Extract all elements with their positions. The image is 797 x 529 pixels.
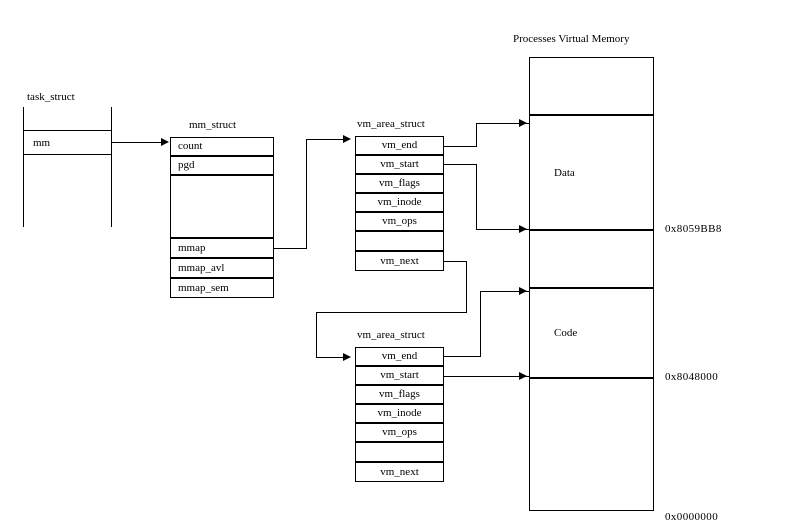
vma1-field-vm-end: vm_end — [355, 136, 444, 155]
task-struct-right-rail — [111, 107, 112, 227]
connector-vma1-end-h1 — [444, 146, 476, 147]
connector-mmap-seg-h2 — [306, 139, 344, 140]
arrowhead-mm-to-mmstruct — [161, 138, 169, 146]
memory-segment-data: Data — [529, 115, 654, 230]
vma2-field-vm-ops-label: vm_ops — [382, 426, 417, 438]
connector-vma1-end-v — [476, 123, 477, 147]
mm-struct-title: mm_struct — [189, 119, 237, 131]
vma1-field-vm-ops-label: vm_ops — [382, 215, 417, 227]
vma1-field-vm-flags-label: vm_flags — [379, 177, 420, 189]
mm-struct-field-count: count — [170, 137, 274, 156]
vma2-field-vm-ops: vm_ops — [355, 423, 444, 442]
vma1-field-vm-start: vm_start — [355, 155, 444, 174]
vma1-field-vm-next: vm_next — [355, 251, 444, 271]
vma2-field-vm-inode: vm_inode — [355, 404, 444, 423]
connector-vma2-end-v — [480, 291, 481, 357]
vma2-title: vm_area_struct — [357, 329, 425, 341]
connector-mm-to-mmstruct — [111, 142, 164, 143]
mm-struct-field-count-label: count — [178, 140, 203, 152]
connector-vma1-next-h2 — [316, 312, 467, 313]
vma2-field-vm-end-label: vm_end — [381, 350, 418, 362]
connector-vma1-start-h1 — [444, 164, 476, 165]
connector-vma2-end-h1 — [444, 356, 480, 357]
connector-vma1-next-v1 — [466, 261, 467, 312]
task-struct-mm-row-top — [23, 130, 112, 131]
task-struct-title: task_struct — [27, 91, 75, 103]
mm-struct-field-mmap-sem-label: mmap_sem — [178, 281, 229, 294]
connector-mmap-seg-h1 — [274, 248, 306, 249]
mm-struct-field-pgd: pgd — [170, 156, 274, 175]
mm-struct-field-mmap-avl: mmap_avl — [170, 258, 274, 278]
connector-vma1-start-v — [476, 164, 477, 229]
arrowhead-vma2-start-to-memory — [519, 372, 527, 380]
memory-segment-gap — [529, 230, 654, 288]
vma2-field-vm-start-label: vm_start — [380, 369, 419, 381]
vma2-field-vm-next: vm_next — [355, 462, 444, 482]
memory-segment-code-label: Code — [554, 327, 578, 339]
vma2-field-vm-next-label: vm_next — [380, 465, 419, 478]
vma2-field-vm-flags-label: vm_flags — [379, 388, 420, 400]
mm-struct-field-pgd-label: pgd — [178, 159, 195, 171]
vma1-field-vm-end-label: vm_end — [381, 139, 418, 151]
vma1-title: vm_area_struct — [357, 118, 425, 130]
vma2-field-blank — [355, 442, 444, 462]
memory-column-title: Processes Virtual Memory — [513, 33, 630, 45]
memory-address-code-start: 0x8048000 — [665, 371, 719, 383]
vma2-field-vm-flags: vm_flags — [355, 385, 444, 404]
memory-segment-code: Code — [529, 288, 654, 378]
connector-mmap-seg-v — [306, 139, 307, 249]
vma2-field-vm-start: vm_start — [355, 366, 444, 385]
task-struct-field-mm: mm — [33, 137, 51, 149]
mm-struct-field-mmap-label: mmap — [178, 241, 206, 254]
connector-vma1-next-h3 — [316, 357, 344, 358]
connector-vma1-next-v2 — [316, 312, 317, 357]
mm-struct-field-mmap-sem: mmap_sem — [170, 278, 274, 298]
memory-address-data-end: 0x8059BB8 — [665, 223, 722, 235]
arrowhead-vma1-next-to-vma2 — [343, 353, 351, 361]
mm-struct-field-mmap-avl-label: mmap_avl — [178, 261, 225, 274]
vma1-field-vm-next-label: vm_next — [380, 254, 419, 267]
connector-vma2-end-h2 — [480, 291, 529, 292]
arrowhead-vma1-end-to-memory — [519, 119, 527, 127]
arrowhead-mmap-to-vma1 — [343, 135, 351, 143]
task-struct-mm-row-bottom — [23, 154, 112, 155]
arrowhead-vma2-end-to-memory — [519, 287, 527, 295]
vma2-field-vm-inode-label: vm_inode — [377, 407, 422, 419]
arrowhead-vma1-start-to-memory — [519, 225, 527, 233]
connector-vma1-next-h1 — [444, 261, 466, 262]
mm-struct-field-blank — [170, 175, 274, 238]
vma2-field-vm-end: vm_end — [355, 347, 444, 366]
connector-vma1-start-h2 — [476, 229, 529, 230]
connector-vma1-end-h2 — [476, 123, 529, 124]
memory-address-zero: 0x0000000 — [665, 511, 719, 523]
vma1-field-vm-inode: vm_inode — [355, 193, 444, 212]
memory-segment-data-label: Data — [554, 166, 575, 179]
vma1-field-vm-inode-label: vm_inode — [377, 196, 422, 208]
vma1-field-vm-flags: vm_flags — [355, 174, 444, 193]
vma1-field-vm-ops: vm_ops — [355, 212, 444, 231]
memory-segment-top — [529, 57, 654, 115]
mm-struct-field-mmap: mmap — [170, 238, 274, 258]
vma1-field-blank — [355, 231, 444, 251]
task-struct-left-rail — [23, 107, 24, 227]
memory-segment-bottom — [529, 378, 654, 511]
vma1-field-vm-start-label: vm_start — [380, 158, 419, 170]
connector-vma2-start-h — [444, 376, 529, 377]
